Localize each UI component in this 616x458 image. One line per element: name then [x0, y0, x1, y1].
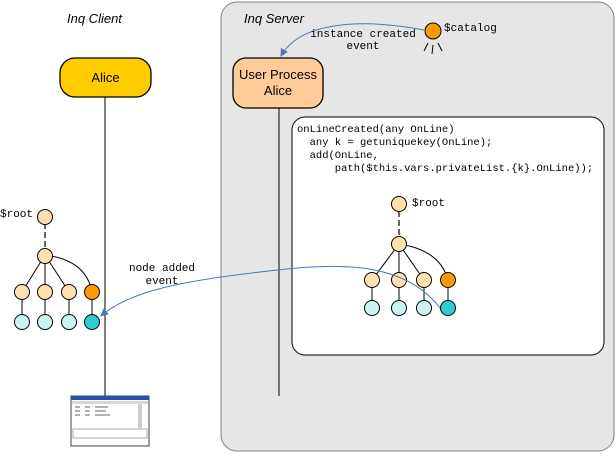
node-added-arrow	[100, 265, 441, 317]
server-root-label: $root	[412, 198, 445, 210]
server-tree-node	[364, 272, 380, 288]
client-root-label: $root	[0, 209, 33, 221]
user-process-box[interactable]	[232, 57, 324, 109]
alice-label: Alice	[91, 70, 119, 85]
client-tree	[14, 209, 100, 330]
client-tree-node	[61, 284, 77, 300]
catalog-label: $catalog	[444, 23, 497, 35]
user-process-line1: User Process	[239, 67, 318, 82]
server-tree-node	[416, 272, 432, 288]
node-event-line2: event	[145, 276, 178, 288]
server-tree-root-node	[391, 196, 407, 212]
client-tree-leaf	[14, 314, 30, 330]
client-tree-root-node	[37, 209, 53, 225]
instance-event-line2: event	[346, 41, 379, 53]
server-tree-leaf	[391, 300, 407, 316]
user-process-line2: Alice	[264, 83, 292, 98]
node-event-line1: node added	[129, 263, 195, 275]
code-line-3: add(OnLine,	[297, 150, 379, 162]
instance-created-arrow	[280, 23, 425, 57]
client-tree-leaf	[37, 314, 53, 330]
code-line-2: any k = getuniquekey(OnLine);	[297, 137, 492, 149]
server-tree-leaf	[364, 300, 380, 316]
client-tree-node	[14, 284, 30, 300]
server-tree-leaf	[416, 300, 432, 316]
server-tree-new-node	[440, 272, 456, 288]
client-tree-new-leaf	[84, 314, 100, 330]
code-line-1: onLineCreated(any OnLine)	[297, 124, 455, 136]
catalog-node	[423, 22, 443, 55]
client-title: Inq Client	[67, 11, 123, 26]
code-line-4: path($this.vars.privateList.{k}.OnLine))…	[297, 163, 593, 175]
client-tree-mid-node	[37, 248, 53, 264]
server-title: Inq Server	[244, 11, 305, 26]
server-tree-mid-node	[391, 236, 407, 252]
code-panel	[291, 116, 605, 356]
server-tree-new-leaf	[440, 300, 456, 316]
client-tree-new-node	[84, 284, 100, 300]
client-tree-leaf	[61, 314, 77, 330]
instance-event-line1: instance created	[310, 29, 416, 41]
client-tree-node	[37, 284, 53, 300]
client-window-thumbnail[interactable]	[70, 395, 150, 447]
alice-box[interactable]	[59, 57, 152, 98]
